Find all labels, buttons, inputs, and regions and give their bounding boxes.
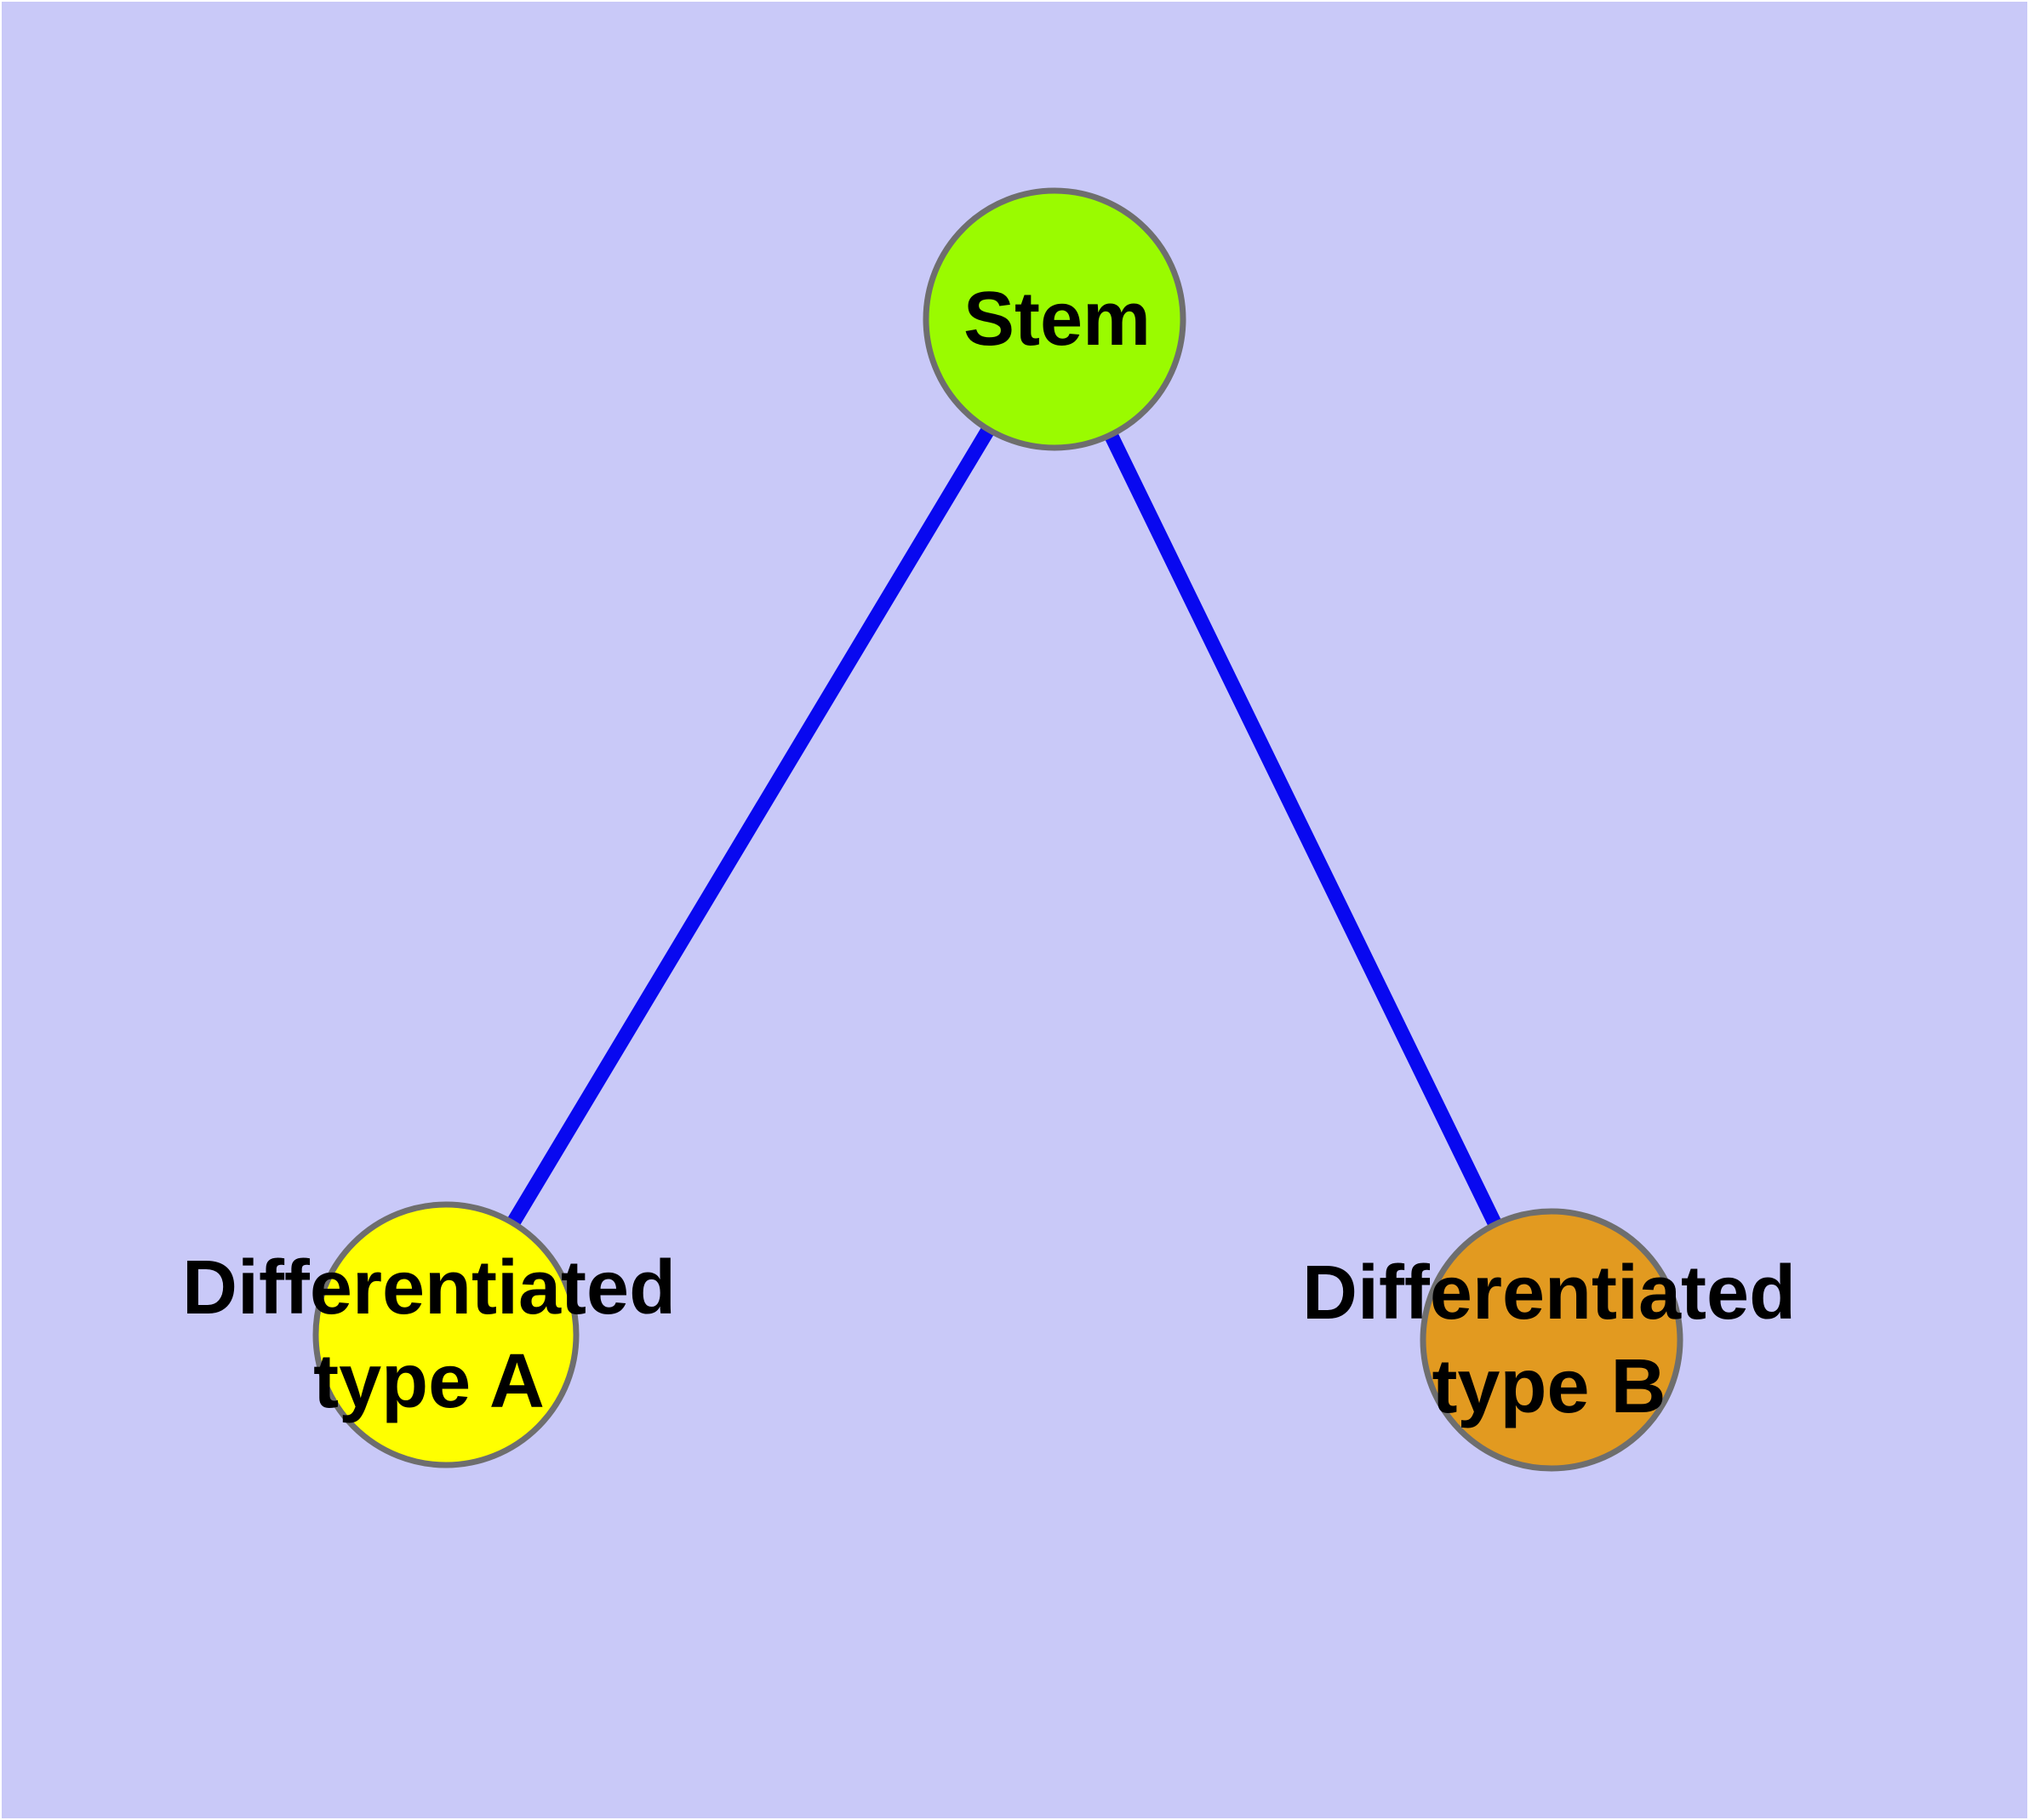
node-stem[interactable] xyxy=(923,187,1186,451)
edge-stem-to-type-b xyxy=(1048,316,1558,1343)
node-type-a-label: Differentiated type A xyxy=(181,1245,677,1424)
edge-stem-to-type-a xyxy=(439,315,1061,1339)
node-differentiated-type-b[interactable] xyxy=(1420,1208,1683,1472)
node-type-b-label: Differentiated type B xyxy=(1301,1251,1797,1429)
node-stem-label: Stem xyxy=(963,277,1152,362)
node-differentiated-type-a[interactable] xyxy=(312,1201,580,1468)
